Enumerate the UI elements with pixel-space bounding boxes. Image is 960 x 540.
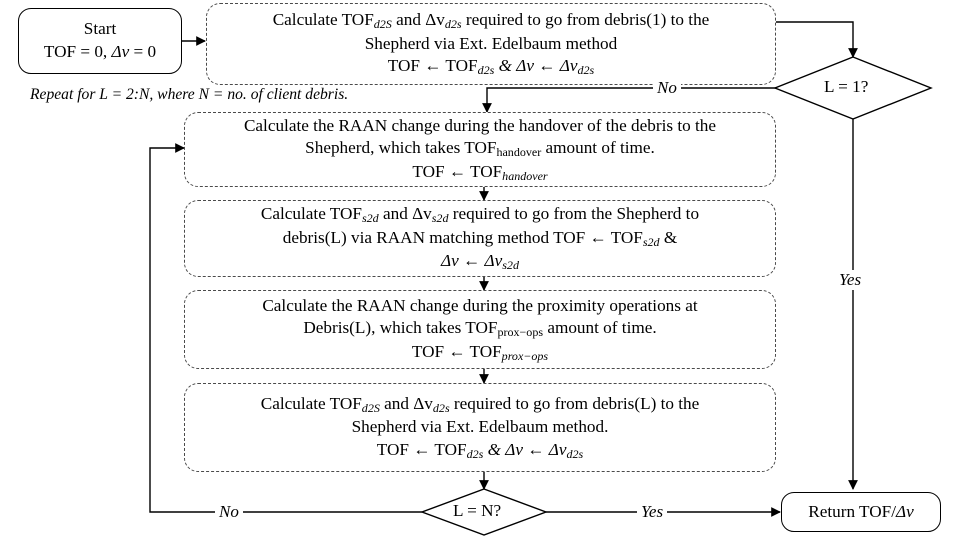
sub-d2s: d2s	[566, 446, 584, 461]
calc-tof-d2s-debris1-box: Calculate TOFd2S and Δvd2s required to g…	[206, 3, 776, 85]
handover-line1: Calculate the RAAN change during the han…	[243, 115, 717, 135]
sub-d2s: d2s	[477, 63, 495, 78]
decision-ln-label: L = N?	[453, 501, 502, 520]
edge-label-no-top: No	[653, 78, 681, 98]
s2d-line2: debris(L) via RAAN matching method TOF ←…	[282, 227, 678, 249]
sub-s2d: s2d	[502, 258, 519, 273]
start-label-line1: Start	[83, 19, 117, 39]
decision-l1-label: L = 1?	[824, 77, 869, 96]
repeat-note: Repeat for L = 2:N, where N = no. of cli…	[28, 86, 351, 104]
d2s-loop-line3: TOF ← TOFd2s & Δv ← Δvd2s	[376, 439, 584, 461]
edge-label-no-bottom: No	[215, 502, 243, 522]
sub-d2s: d2s	[466, 446, 484, 461]
handover-line2: Shepherd, which takes TOFhandover amount…	[305, 137, 655, 160]
edge-decision-l1-no	[482, 87, 791, 113]
calc1-line1: Calculate TOFd2S and Δvd2s required to g…	[272, 10, 710, 32]
sub-d2s: d2s	[432, 400, 450, 415]
prox-ops-line1: Calculate the RAAN change during the pro…	[262, 295, 698, 315]
calc1-line2: Shepherd via Ext. Edelbaum method	[364, 33, 618, 53]
s2d-line3: Δv ← Δvs2d	[441, 251, 519, 273]
sub-handover: handover	[502, 168, 548, 183]
start-terminator: Start TOF = 0, Δv = 0	[18, 8, 182, 74]
d2s-loop-line1: Calculate TOFd2S and Δvd2s required to g…	[260, 393, 700, 415]
return-label: Return TOF/Δv	[808, 501, 914, 521]
sub-s2d: s2d	[431, 210, 449, 225]
handover-line3: TOF ← TOFhandover	[412, 161, 548, 183]
calc-raan-handover-box: Calculate the RAAN change during the han…	[184, 112, 776, 187]
sub-d2s: d2S	[373, 17, 392, 32]
sub-handover: handover	[496, 145, 542, 160]
calc-tof-s2d-box: Calculate TOFs2d and Δvs2d required to g…	[184, 200, 776, 277]
sub-prox-ops: prox−ops	[501, 348, 549, 363]
calc1-line3: TOF ← TOFd2s & Δv ← Δvd2s	[387, 56, 595, 78]
sub-s2d: s2d	[642, 234, 660, 249]
sub-prox-ops: prox−ops	[497, 325, 544, 340]
edge-label-yes-bottom: Yes	[637, 502, 668, 522]
start-label-line2: TOF = 0, Δv = 0	[43, 42, 157, 61]
prox-ops-line3: TOF ← TOFprox−ops	[411, 341, 549, 363]
edge-label-yes-right: Yes	[835, 270, 866, 290]
prox-ops-line2: Debris(L), which takes TOFprox−ops amoun…	[303, 317, 657, 340]
s2d-line1: Calculate TOFs2d and Δvs2d required to g…	[260, 203, 700, 225]
sub-d2s: d2s	[444, 17, 462, 32]
calc-raan-prox-ops-box: Calculate the RAAN change during the pro…	[184, 290, 776, 369]
sub-s2d: s2d	[361, 210, 379, 225]
return-terminator: Return TOF/Δv	[781, 492, 941, 532]
d2s-loop-line2: Shepherd via Ext. Edelbaum method.	[351, 417, 609, 437]
sub-d2s: d2s	[577, 63, 595, 78]
edge-calc1-to-decision-l1	[776, 21, 858, 58]
sub-d2s: d2S	[361, 400, 380, 415]
calc-tof-d2s-debrisL-box: Calculate TOFd2S and Δvd2s required to g…	[184, 383, 776, 472]
